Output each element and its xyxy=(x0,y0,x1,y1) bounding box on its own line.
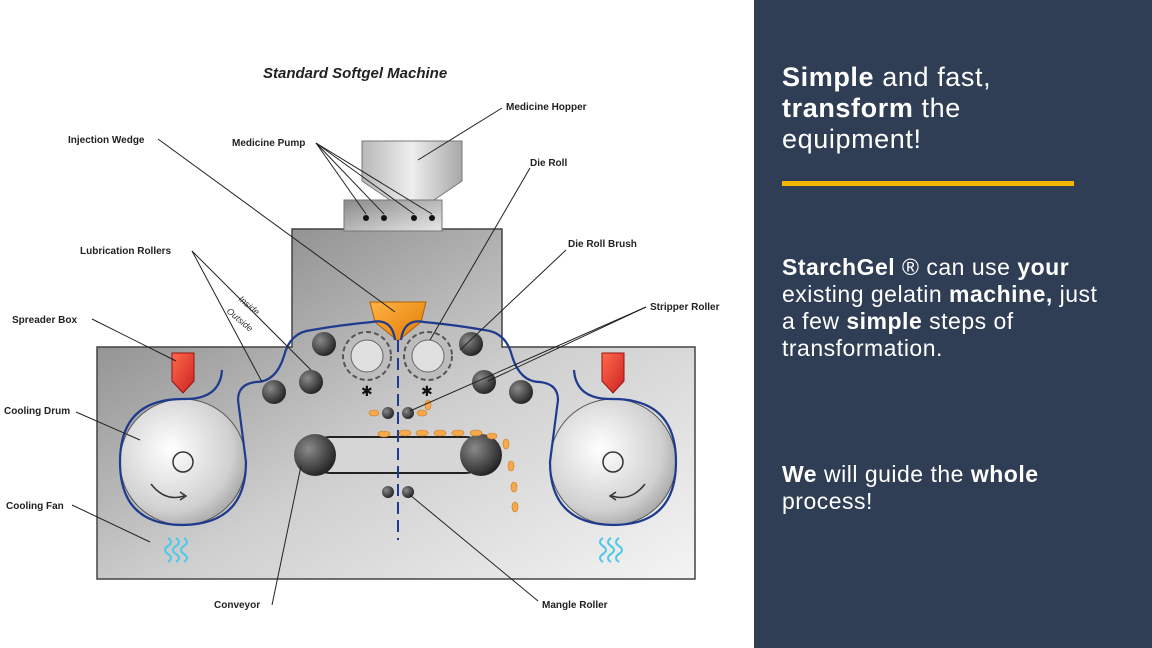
label-cooling-drum: Cooling Drum xyxy=(4,406,70,417)
label-die-roll: Die Roll xyxy=(530,158,567,169)
label-injection-wedge: Injection Wedge xyxy=(68,135,145,146)
cooling-drum xyxy=(119,398,677,526)
mangle-roller xyxy=(382,486,414,498)
die-roll xyxy=(342,331,453,381)
medicine-pump xyxy=(363,215,435,221)
lubrication-rollers xyxy=(262,332,533,404)
headline-underline xyxy=(782,181,1074,186)
label-stripper-roller: Stripper Roller xyxy=(650,302,720,313)
leader-lines xyxy=(71,107,647,606)
medicine-hopper xyxy=(343,140,463,232)
label-medicine-hopper: Medicine Hopper xyxy=(506,102,587,113)
label-conveyor: Conveyor xyxy=(214,600,260,611)
die-roll-brush-icons: ✱ ✱ xyxy=(361,384,433,400)
label-die-roll-brush: Die Roll Brush xyxy=(568,239,637,250)
cooling-fan-icon xyxy=(164,537,623,563)
softgel-machine-diagram: Standard Softgel Machine xyxy=(4,65,720,611)
gelatin-ribbon xyxy=(118,320,678,527)
paragraph-compatibility: StarchGel ® can use your existing gelati… xyxy=(782,254,1098,361)
spreader-box xyxy=(171,352,625,394)
label-lubrication-rollers: Lubrication Rollers xyxy=(80,246,172,257)
paragraph-guidance: We will guide the whole process! xyxy=(782,461,1039,514)
svg-text:✱: ✱ xyxy=(421,384,433,400)
headline-word-simple: Simple xyxy=(782,62,875,92)
stripper-roller xyxy=(382,407,414,419)
injection-wedge xyxy=(369,301,427,342)
label-cooling-fan: Cooling Fan xyxy=(6,501,64,512)
headline: Simple and fast, transform the equipment… xyxy=(782,62,992,154)
label-mangle-roller: Mangle Roller xyxy=(542,600,608,611)
softgel-capsules xyxy=(368,399,519,513)
label-spreader-box: Spreader Box xyxy=(12,315,77,326)
headline-word-transform: transform xyxy=(782,93,914,123)
label-medicine-pump: Medicine Pump xyxy=(232,138,305,149)
machine-body xyxy=(96,228,696,580)
promo-panel: Simple and fast, transform the equipment… xyxy=(754,0,1152,648)
svg-text:✱: ✱ xyxy=(361,384,373,400)
diagram-title: Standard Softgel Machine xyxy=(263,65,447,82)
